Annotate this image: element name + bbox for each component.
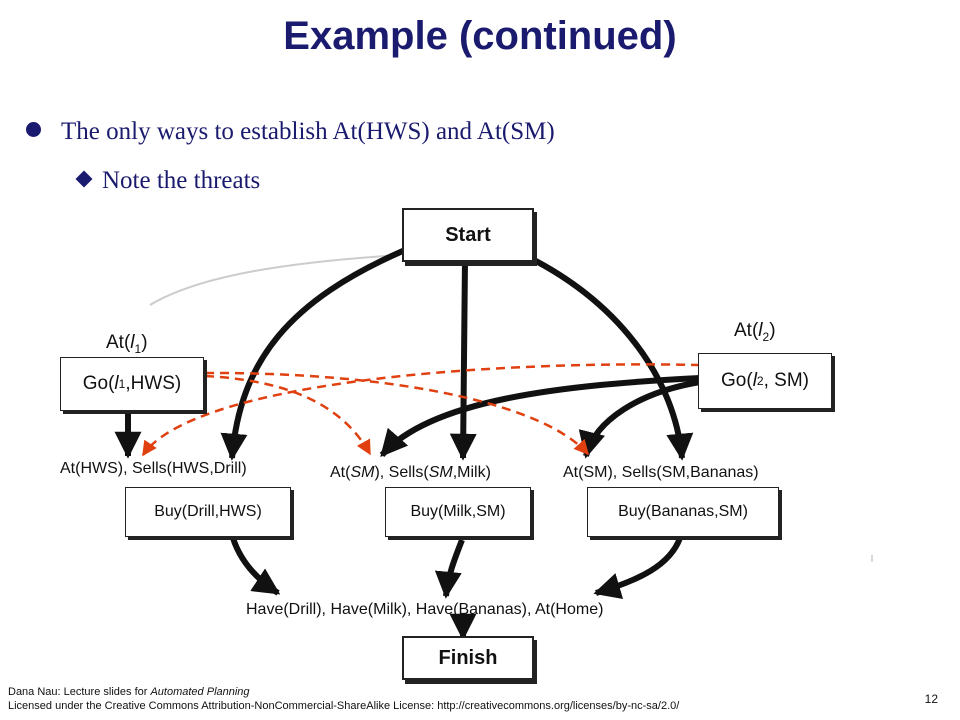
edge-go2-pre-bananas: [578, 379, 701, 459]
page-number: 12: [924, 692, 938, 706]
subbullet-1: Note the threats: [75, 167, 261, 195]
start-label: Start: [445, 223, 491, 246]
precond-bananas: At(SM), Sells(SM,Bananas): [563, 464, 759, 481]
buy-bananas-node: Buy(Bananas,SM): [587, 487, 779, 537]
edge-start-buy-drill: [220, 247, 407, 461]
footer-line-2: Licensed under the Creative Commons Attr…: [8, 700, 680, 712]
subbullet-1-text: Note the threats: [102, 167, 261, 194]
finish-preconditions: Have(Drill), Have(Milk), Have(Bananas), …: [246, 601, 604, 618]
at-l1-label: At(l1): [106, 332, 148, 356]
precond-milk: At(SM), Sells(SM,Milk): [330, 464, 491, 481]
edge-go2-pre-milk: [379, 375, 701, 458]
precond-drill: At(HWS), Sells(HWS,Drill): [60, 460, 247, 477]
edge-buy-milk-goal: [434, 538, 465, 599]
bullet-1-text: The only ways to establish At(HWS) and A…: [61, 118, 555, 145]
threat-go2-at-hws: [141, 363, 701, 457]
bullet-1: The only ways to establish At(HWS) and A…: [26, 118, 555, 146]
slide-title: Example (continued): [283, 14, 677, 58]
edge-start-buy-bananas: [516, 249, 694, 461]
threat-go1-at-sm-bananas: [204, 371, 589, 456]
finish-label: Finish: [438, 646, 498, 669]
bullet-dot-icon: [26, 122, 41, 137]
edge-start-buy-milk: [449, 259, 477, 461]
threat-go1-at-sm-milk: [204, 374, 372, 456]
faint-arc: [149, 254, 401, 306]
edge-buy-drill-goal: [230, 537, 281, 596]
at-l2-label: At(l2): [734, 320, 776, 344]
footer-line-1: Dana Nau: Lecture slides for Automated P…: [8, 686, 250, 698]
slide-footer: Dana Nau: Lecture slides for Automated P…: [8, 685, 679, 713]
buy-milk-node: Buy(Milk,SM): [385, 487, 531, 537]
finish-node: Finish: [402, 636, 534, 680]
start-node: Start: [402, 208, 534, 262]
edge-buy-bananas-goal: [593, 536, 683, 600]
buy-drill-node: Buy(Drill,HWS): [125, 487, 291, 537]
